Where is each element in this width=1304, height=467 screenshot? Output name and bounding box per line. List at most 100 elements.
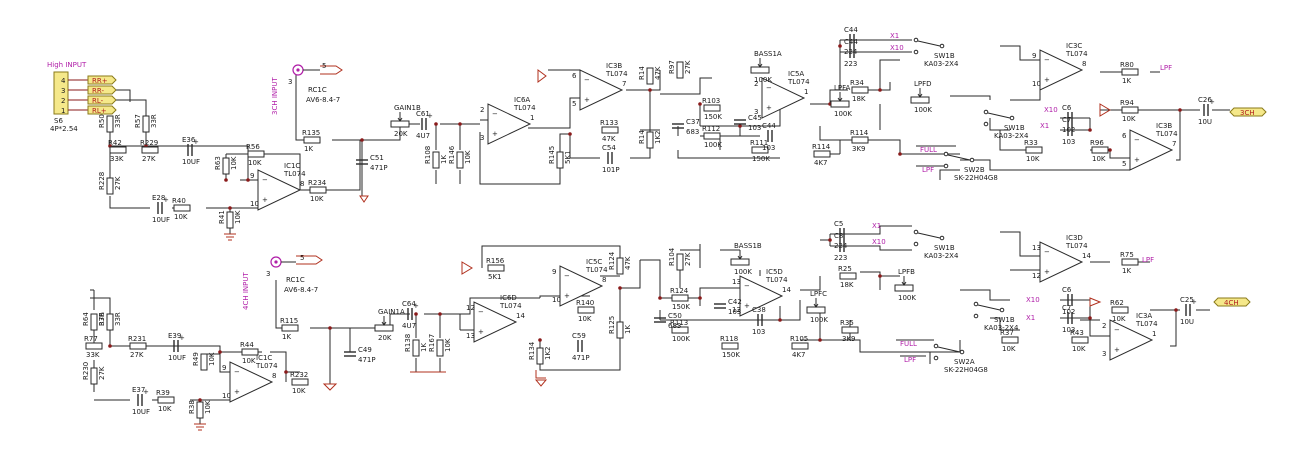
pot-lpfd: LPFD 100K [910, 80, 932, 114]
resistor-value: 4K7 [814, 159, 828, 167]
opamp-noninv-sign: + [492, 130, 498, 138]
opamp-pin: 9 [552, 268, 556, 276]
net-rr-plus: RR+ [92, 77, 108, 85]
opamp-pin: 9 [222, 364, 226, 372]
net-x1: X1 [1026, 314, 1035, 322]
capacitor-ref: C38 [752, 306, 766, 314]
opamp-pin: 13 [732, 278, 741, 286]
pot-value: 100K [834, 110, 852, 118]
opamp-pin: 14 [1082, 252, 1091, 260]
switch-value: KA03-2X4 [994, 132, 1029, 140]
resistor-value: 150K [672, 303, 690, 311]
switch-layer: SW1BKA03-2X4SW1BKA03-2X4SW2BSK-22H04G8SW… [913, 37, 1029, 374]
resistor-ref: R234 [308, 179, 327, 187]
opamp-pin: 9 [250, 172, 254, 180]
net-lpf: LPF [1160, 64, 1172, 72]
resistor-ref: R230 [82, 362, 90, 380]
resistor-value: 27K [142, 155, 156, 163]
opamp-ref: IC3B [1156, 122, 1172, 130]
resistor-value: 10K [1122, 115, 1136, 123]
opamp-inv-sign: − [766, 84, 772, 92]
resistor-value: 27K [130, 351, 144, 359]
resistor-value: 10K [208, 352, 216, 366]
resistor-ref: R63 [214, 156, 222, 170]
resistor-ref: R134 [528, 341, 536, 360]
switch-value: KA03-2X4 [924, 252, 959, 260]
opamp-ref: IC3A [1136, 312, 1152, 320]
resistor-value: 10K [1002, 345, 1016, 353]
resistor-ref: R113 [670, 319, 688, 327]
capacitor-polarity: + [163, 196, 169, 204]
capacitor-value: 223 [834, 254, 847, 262]
capacitor-value: 10UF [182, 158, 200, 166]
opamp-pin: 12 [732, 306, 741, 314]
opamp-pin: 13 [1032, 244, 1041, 252]
pot-value: 20K [378, 334, 392, 342]
opamp-pin: 2 [754, 80, 758, 88]
opamp-inv-sign: − [492, 110, 498, 118]
net-x10: X10 [1026, 296, 1040, 304]
opamp-type: TL074 [513, 104, 536, 112]
capacitor-polarity: + [179, 334, 185, 342]
opamp-pin: 5 [1122, 160, 1126, 168]
pot-ref: LPFD [914, 80, 932, 88]
resistor-value: 1K2 [654, 131, 662, 145]
opamp-layer: −+9108IC1CTL074−+231IC6ATL074−+657IC3BTL… [222, 42, 1178, 403]
capacitor-ref: C59 [572, 332, 586, 340]
opamp-pin: 9 [1032, 52, 1036, 60]
capacitor-value: 10UF [152, 216, 170, 224]
pot-value: 100K [914, 106, 932, 114]
resistor-ref: R156 [486, 257, 505, 265]
pot-value: 20K [394, 130, 408, 138]
resistor-value: 100K [704, 141, 722, 149]
opamp-ref: IC5A [788, 70, 804, 78]
opamp-noninv-sign: + [1114, 346, 1120, 354]
net-x10: X10 [1044, 106, 1058, 114]
opamp-pin: 1 [804, 88, 808, 96]
opamp-inv-sign: − [1114, 326, 1120, 334]
pin-label: 1 [61, 107, 65, 115]
resistor-ref: R138 [404, 334, 412, 352]
resistor-r113: R113 100K [670, 319, 690, 343]
opamp-inv-sign: − [564, 272, 570, 280]
resistor-value: 100K [672, 335, 690, 343]
capacitor-value: 10UF [132, 408, 150, 416]
resistor-ref: R115 [280, 317, 298, 325]
capacitor-c5: C5224 [834, 220, 848, 250]
capacitor-ref: E28 [152, 194, 165, 202]
resistor-ref: R14 [638, 66, 646, 80]
resistor-ref: R231 [128, 335, 146, 343]
pot-value: 100K [810, 316, 828, 324]
opamp-pin: 12 [466, 304, 475, 312]
net-lpf: LPF [922, 166, 934, 174]
capacitor-value: 471P [572, 354, 590, 362]
resistor-ref: R35 [840, 319, 854, 327]
